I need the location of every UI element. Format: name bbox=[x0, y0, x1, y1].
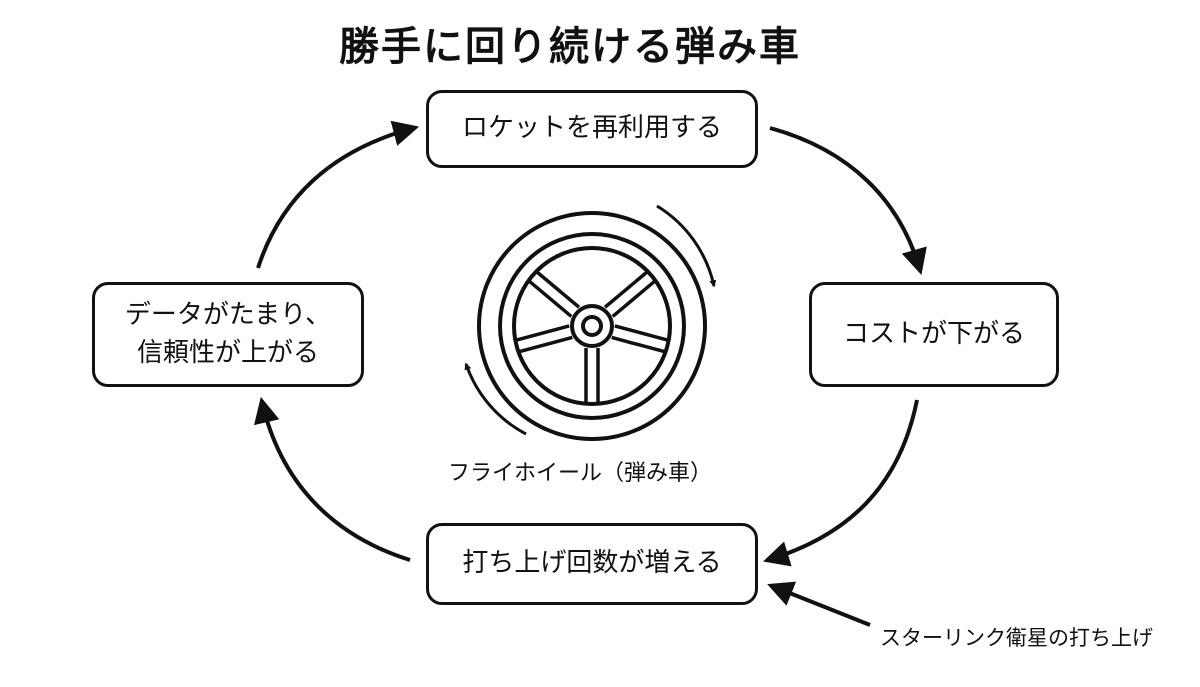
flywheel-spoke bbox=[527, 279, 573, 318]
rotation-arrow-icon bbox=[656, 204, 717, 288]
arrow-starlink-input bbox=[767, 581, 871, 627]
cycle-node-cost: コストが下がる bbox=[809, 282, 1059, 387]
flywheel-label: フライホイール（弾み車） bbox=[448, 461, 713, 486]
flywheel-spoke bbox=[603, 269, 650, 309]
cycle-node-launches: 打ち上げ回数が増える bbox=[426, 523, 758, 605]
flywheel-spoke bbox=[611, 279, 657, 318]
page-title: 勝手に回り続ける弾み車 bbox=[339, 24, 801, 70]
flywheel-spoke bbox=[534, 269, 581, 309]
flywheel-spoke bbox=[514, 324, 570, 343]
arrow-top-to-right bbox=[769, 126, 927, 275]
flywheel-spoke bbox=[611, 335, 667, 354]
arrow-bottom-to-left bbox=[254, 396, 411, 562]
flywheel-spoke bbox=[517, 335, 573, 354]
flywheel-spoke bbox=[614, 324, 670, 343]
cycle-node-reliability: データがたまり、 信頼性が上がる bbox=[92, 282, 364, 387]
arrow-left-to-top bbox=[256, 120, 420, 269]
flywheel-icon bbox=[477, 211, 707, 441]
rotation-arrow-icon bbox=[464, 362, 527, 436]
cycle-node-reuse: ロケットを再利用する bbox=[426, 90, 758, 168]
arrow-right-to-bottom bbox=[763, 399, 919, 567]
starlink-label: スターリンク衛星の打ち上げ bbox=[880, 626, 1153, 650]
